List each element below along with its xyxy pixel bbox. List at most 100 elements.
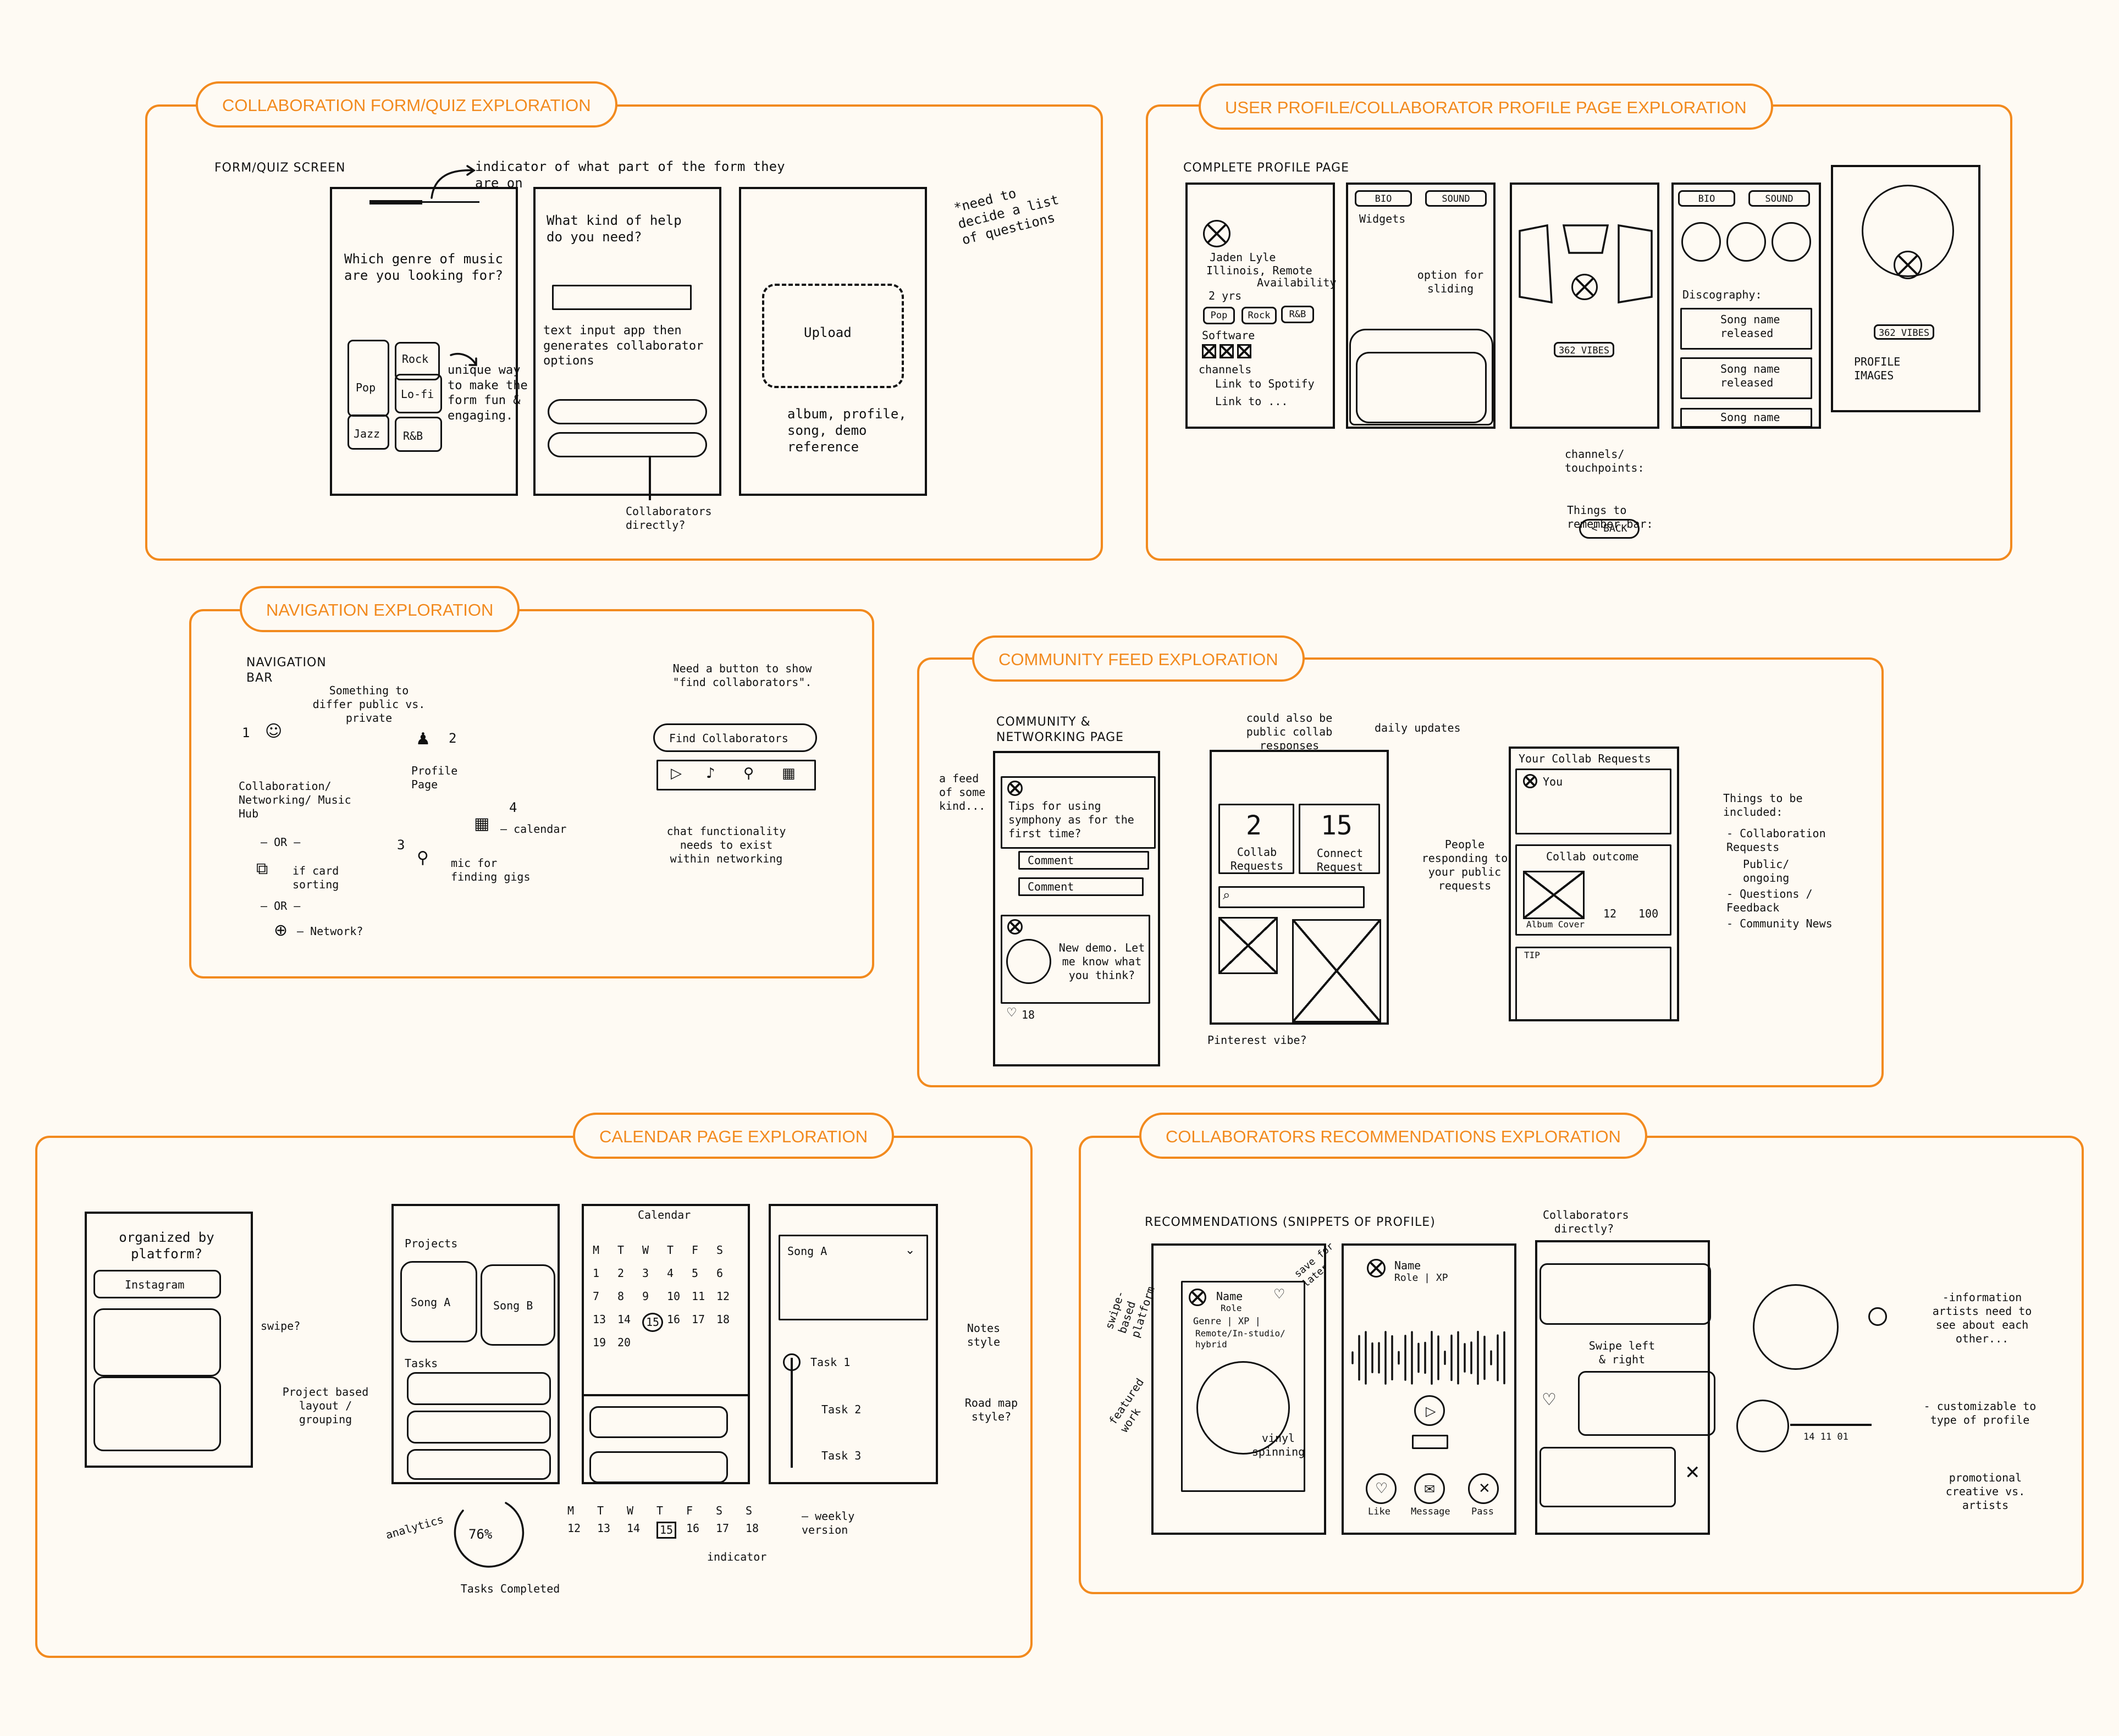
collab-outcome-card[interactable] — [1515, 844, 1671, 936]
song-a-dropdown[interactable] — [779, 1235, 928, 1320]
like-button[interactable]: ♡ — [1366, 1473, 1397, 1504]
community-icon[interactable]: ☺ — [265, 722, 283, 741]
calendar-day[interactable]: 16 — [667, 1313, 681, 1326]
profile-link-spotify[interactable]: Link to Spotify — [1215, 377, 1315, 390]
task-3[interactable]: Task 3 — [821, 1449, 862, 1462]
comment-box-2[interactable]: Comment — [1018, 877, 1144, 896]
song-a-project[interactable]: Song A — [400, 1261, 477, 1342]
tip-card[interactable] — [1515, 947, 1671, 1021]
calendar-day[interactable]: 8 — [617, 1290, 625, 1303]
calendar-day[interactable]: 12 — [716, 1290, 730, 1303]
nav-play-icon[interactable]: ▷ — [671, 765, 682, 782]
platform-list-1[interactable] — [93, 1308, 221, 1376]
rec-profile-card[interactable] — [1181, 1281, 1305, 1492]
collab-requests-card[interactable] — [1218, 804, 1294, 874]
song-b-project[interactable]: Song B — [481, 1264, 555, 1346]
sound-tab-1[interactable]: SOUND — [1425, 190, 1487, 207]
calendar-day[interactable]: 19 — [593, 1336, 606, 1349]
slider-widget[interactable] — [1349, 329, 1493, 425]
cal-event-1[interactable] — [589, 1406, 728, 1438]
bio-tab-2[interactable]: BIO — [1678, 190, 1735, 207]
calendar-day[interactable]: 17 — [692, 1313, 705, 1326]
pin-image-1[interactable] — [1218, 917, 1278, 974]
song-card-2[interactable]: Song name released — [1680, 357, 1812, 399]
globe-icon[interactable]: ⊕ — [274, 921, 288, 940]
connect-requests-card[interactable] — [1299, 804, 1380, 874]
nav-note-icon[interactable]: ♪ — [706, 765, 715, 782]
calendar-day[interactable]: 3 — [642, 1267, 649, 1280]
calendar-day[interactable]: 1 — [593, 1267, 600, 1280]
genre-pop[interactable]: Pop — [347, 340, 389, 417]
pass-button[interactable]: ✕ — [1468, 1473, 1499, 1504]
week-date[interactable]: 17 — [716, 1522, 730, 1535]
calendar-day[interactable]: 7 — [593, 1290, 600, 1303]
calendar-day[interactable]: 10 — [667, 1290, 681, 1303]
calendar-day[interactable]: 5 — [692, 1267, 699, 1280]
genre-rock[interactable]: Rock — [395, 342, 440, 380]
instagram-tab[interactable]: Instagram — [93, 1270, 221, 1298]
profile-icon[interactable]: ♟ — [416, 729, 431, 749]
calendar-day[interactable]: 18 — [716, 1313, 730, 1326]
demo-post-card[interactable] — [1001, 915, 1150, 1004]
community-search-bar[interactable] — [1218, 886, 1365, 908]
week-date[interactable]: 18 — [746, 1522, 759, 1535]
genre-rnb[interactable]: R&B — [395, 417, 442, 452]
task-1[interactable]: Task 1 — [810, 1356, 851, 1369]
calendar-day[interactable]: 13 — [593, 1313, 606, 1326]
calendar-day[interactable]: 14 — [617, 1313, 631, 1326]
back-button[interactable]: < BACK — [1579, 519, 1640, 539]
direct-pass-icon[interactable]: ✕ — [1685, 1462, 1701, 1484]
option-pill-1[interactable] — [548, 399, 707, 424]
song-card-3[interactable]: Song name — [1680, 408, 1812, 428]
small-play-icon[interactable] — [1868, 1307, 1887, 1326]
direct-card-1[interactable] — [1539, 1263, 1711, 1325]
task-bar-2[interactable] — [407, 1411, 551, 1444]
calendar-day[interactable]: 4 — [667, 1267, 674, 1280]
calendar-day[interactable]: 9 — [642, 1290, 649, 1303]
calendar-day[interactable]: 6 — [716, 1267, 724, 1280]
option-pill-2[interactable] — [548, 432, 707, 457]
week-date[interactable]: 16 — [686, 1522, 700, 1535]
play-button[interactable]: ▷ — [1414, 1395, 1445, 1426]
profile-link-other[interactable]: Link to ... — [1215, 395, 1288, 408]
scrubber-line[interactable] — [1790, 1424, 1872, 1426]
pin-image-2[interactable] — [1292, 919, 1381, 1022]
cards-icon[interactable]: ⧉ — [256, 859, 268, 878]
mic-icon[interactable]: ⚲ — [417, 848, 429, 867]
direct-card-2[interactable] — [1578, 1371, 1715, 1436]
platform-list-2[interactable] — [93, 1376, 221, 1451]
upload-area[interactable] — [762, 284, 904, 388]
week-date[interactable]: 12 — [567, 1522, 581, 1535]
week-date[interactable]: 14 — [627, 1522, 641, 1535]
you-request-card[interactable] — [1515, 769, 1671, 834]
calendar-day[interactable]: 20 — [617, 1336, 631, 1349]
song-card-1[interactable]: Song name released — [1680, 308, 1812, 350]
week-date[interactable]: 15 — [656, 1522, 677, 1539]
bio-tab-1[interactable]: BIO — [1355, 190, 1412, 207]
direct-card-3[interactable] — [1539, 1447, 1676, 1507]
nav-calendar-icon[interactable]: ▦ — [782, 765, 796, 782]
genre-lofi[interactable]: Lo-fi — [395, 374, 442, 413]
genre-jazz[interactable]: Jazz — [347, 414, 389, 450]
direct-heart-icon[interactable]: ♡ — [1542, 1390, 1557, 1409]
tip-post-card[interactable] — [1001, 776, 1156, 849]
heart-icon[interactable]: ♡ — [1006, 1006, 1017, 1020]
message-button[interactable]: ✉ — [1414, 1473, 1445, 1504]
find-collaborators-button[interactable]: Find Collaborators — [653, 723, 817, 752]
sound-tab-2[interactable]: SOUND — [1748, 190, 1810, 207]
cal-event-2[interactable] — [589, 1451, 728, 1483]
calendar-screen-3 — [582, 1204, 750, 1484]
help-text-input[interactable] — [552, 285, 692, 310]
chevron-down-icon[interactable]: ⌄ — [905, 1243, 915, 1257]
nav-mic-icon[interactable]: ⚲ — [743, 765, 754, 782]
week-date[interactable]: 13 — [597, 1522, 611, 1535]
comment-box-1[interactable]: Comment — [1018, 851, 1149, 870]
task-bar-1[interactable] — [407, 1372, 551, 1405]
task-bar-3[interactable] — [407, 1449, 551, 1480]
calendar-day[interactable]: 11 — [692, 1290, 705, 1303]
calendar-day[interactable]: 2 — [617, 1267, 625, 1280]
calendar-day[interactable]: 15 — [642, 1313, 664, 1332]
calendar-icon[interactable]: ▦ — [474, 814, 490, 833]
task-2[interactable]: Task 2 — [821, 1403, 862, 1416]
save-heart-icon[interactable]: ♡ — [1273, 1286, 1285, 1302]
